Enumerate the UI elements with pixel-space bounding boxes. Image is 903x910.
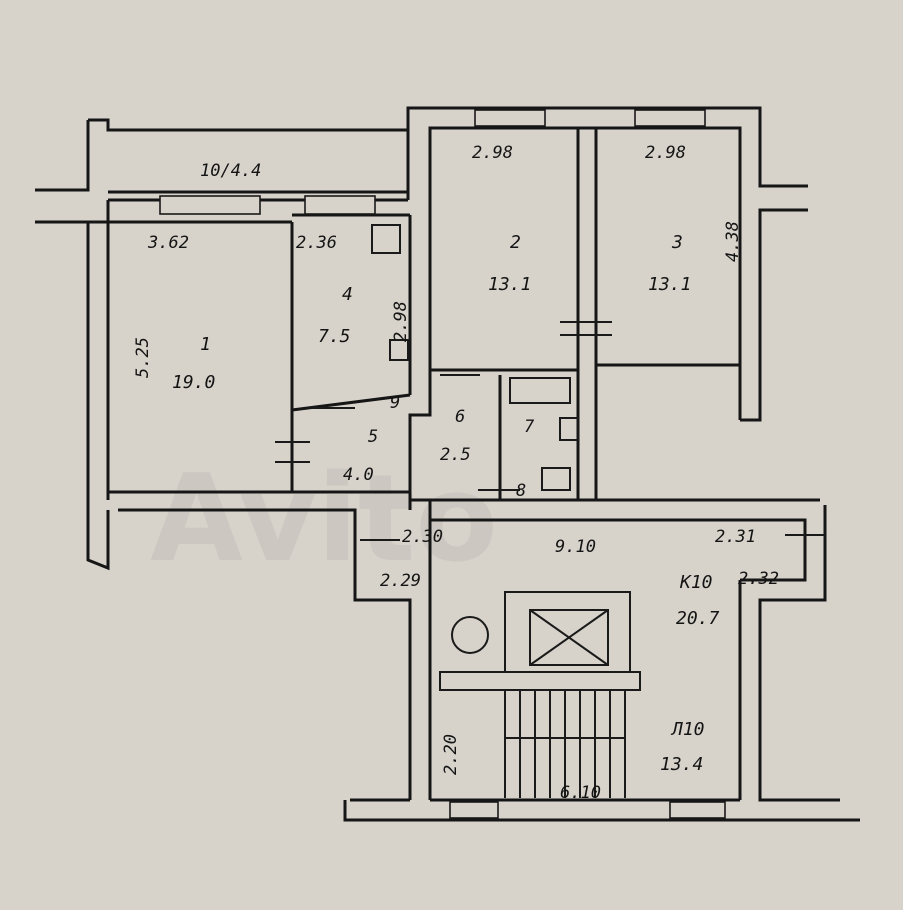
room-6-area: 2.5 [440,445,471,465]
dim-hall-right: 2.32 [738,569,779,589]
dim-room2-width: 2.98 [472,143,513,163]
room-5-area: 4.0 [343,465,374,485]
doors [275,321,825,541]
dim-room1-width: 3.62 [147,233,189,253]
room-2-number: 2 [510,232,521,253]
room-k10-label: K10 [679,572,713,593]
room-1-number: 1 [200,334,211,355]
dim-corridor-mid: 9.10 [555,537,596,557]
room-10-label: 10/4.4 [200,161,261,181]
room-l10-area: 13.4 [660,754,703,775]
dim-room4-depth: 2.98 [391,301,411,342]
room-6-number: 6 [455,407,465,427]
room-8-number: 8 [516,481,526,501]
room-5-number: 5 [368,427,378,447]
room-l10-label: Л10 [670,719,705,740]
dim-room1-depth: 5.25 [133,337,153,378]
room-9-number: 9 [390,393,400,413]
dim-stair-width: 6.10 [560,783,601,803]
room-k10-area: 20.7 [676,608,720,629]
room-4-area: 7.5 [318,326,351,347]
dim-hall-left: 2.29 [380,571,421,591]
dim-room3-depth: 4.38 [723,221,743,262]
room-3-number: 3 [671,232,683,253]
dim-corridor-right: 2.31 [715,527,756,547]
room-1-area: 19.0 [172,372,215,393]
dim-corridor-left: 2.30 [402,527,443,547]
fixtures [371,224,579,491]
room-labels: 10/4.4 1 19.0 2 13.1 3 13.1 4 7.5 5 4.0 … [172,161,720,775]
room-7-number: 7 [524,417,535,437]
dim-stair-height: 2.20 [441,734,461,775]
room-2-area: 13.1 [488,274,531,295]
stairwell [439,591,641,798]
dim-room4-width: 2.36 [296,233,337,253]
windows [159,109,726,819]
dimension-labels: 3.62 2.36 2.98 2.98 5.25 2.98 4.38 2.30 … [133,143,779,803]
room-3-area: 13.1 [648,274,691,295]
room-4-number: 4 [342,284,353,305]
dim-room3-width: 2.98 [645,143,686,163]
